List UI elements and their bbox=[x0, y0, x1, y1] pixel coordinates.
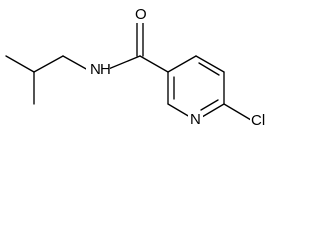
oxygen-label-bg bbox=[132, 7, 148, 23]
bond-methyl-1 bbox=[5, 55, 35, 73]
ring-nitrogen-label: N bbox=[190, 111, 201, 128]
amide-nitrogen-label: N bbox=[90, 61, 101, 78]
chlorine-label-bg bbox=[250, 113, 274, 129]
molecule-structure: O N H N Cl bbox=[5, 5, 274, 129]
ring-nitrogen-label-bg bbox=[188, 111, 203, 127]
bond-ring-c3-c4 bbox=[167, 55, 197, 73]
bond-ring-cl bbox=[223, 103, 252, 121]
chlorine-atom-label: Cl bbox=[251, 112, 265, 129]
oxygen-atom-label: O bbox=[135, 6, 147, 23]
bond-isobutyl-ch2 bbox=[33, 55, 64, 73]
bond-nh-carbonyl bbox=[105, 55, 141, 71]
bond-ring-c6-n bbox=[201, 103, 225, 118]
amide-nh-label-bg bbox=[86, 61, 110, 79]
amide-hydrogen-label: H bbox=[100, 61, 111, 78]
bond-ring-c4-c5-inner bbox=[198, 62, 220, 76]
bond-ring-n-c2 bbox=[167, 103, 191, 118]
molecule-canvas: O N H N Cl bbox=[5, 5, 274, 129]
bond-carbonyl-ring bbox=[139, 55, 169, 73]
bond-ring-c6-n-inner bbox=[200, 99, 219, 111]
bond-ring-c4-c5 bbox=[195, 55, 225, 73]
bond-ch2-nh bbox=[62, 55, 89, 71]
